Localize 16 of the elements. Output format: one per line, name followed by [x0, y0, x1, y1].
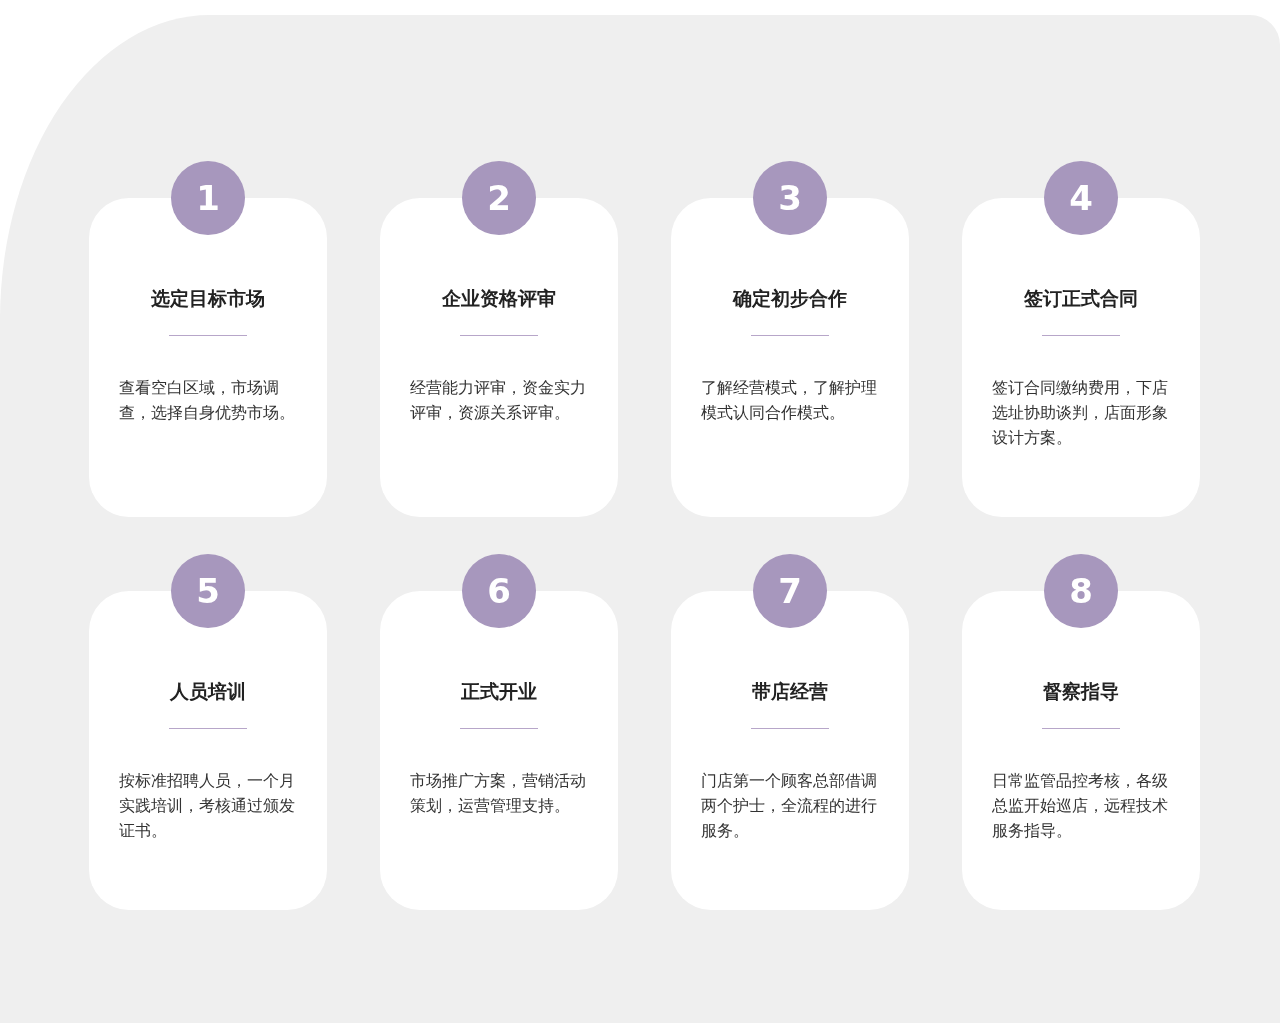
step-description: 签订合同缴纳费用，下店选址协助谈判，店面形象设计方案。	[992, 377, 1169, 449]
step-title: 签订正式合同	[1023, 286, 1139, 311]
step-description: 门店第一个顾客总部借调两个护士，全流程的进行服务。	[701, 770, 878, 842]
step-description: 查看空白区域，市场调查，选择自身优势市场。	[119, 377, 296, 424]
step-description: 日常监管品控考核，各级总监开始巡店，远程技术服务指导。	[992, 770, 1169, 842]
step-title: 确定初步合作	[731, 286, 848, 311]
step-title: 选定目标市场	[150, 286, 266, 311]
step-title: 人员培训	[169, 679, 247, 704]
step-description: 市场推广方案，营销活动策划，运营管理支持。	[410, 770, 587, 817]
step-description: 了解经营模式，了解护理模式认同合作模式。	[701, 377, 878, 424]
step-description: 按标准招聘人员，一个月实践培训，考核通过颁发证书。	[119, 770, 296, 842]
step-title: 督察指导	[1042, 679, 1120, 704]
step-title: 正式开业	[460, 679, 538, 704]
step-title: 企业资格评审	[441, 286, 557, 311]
step-description: 经营能力评审，资金实力评审，资源关系评审。	[410, 377, 587, 424]
step-title: 带店经营	[751, 679, 829, 704]
